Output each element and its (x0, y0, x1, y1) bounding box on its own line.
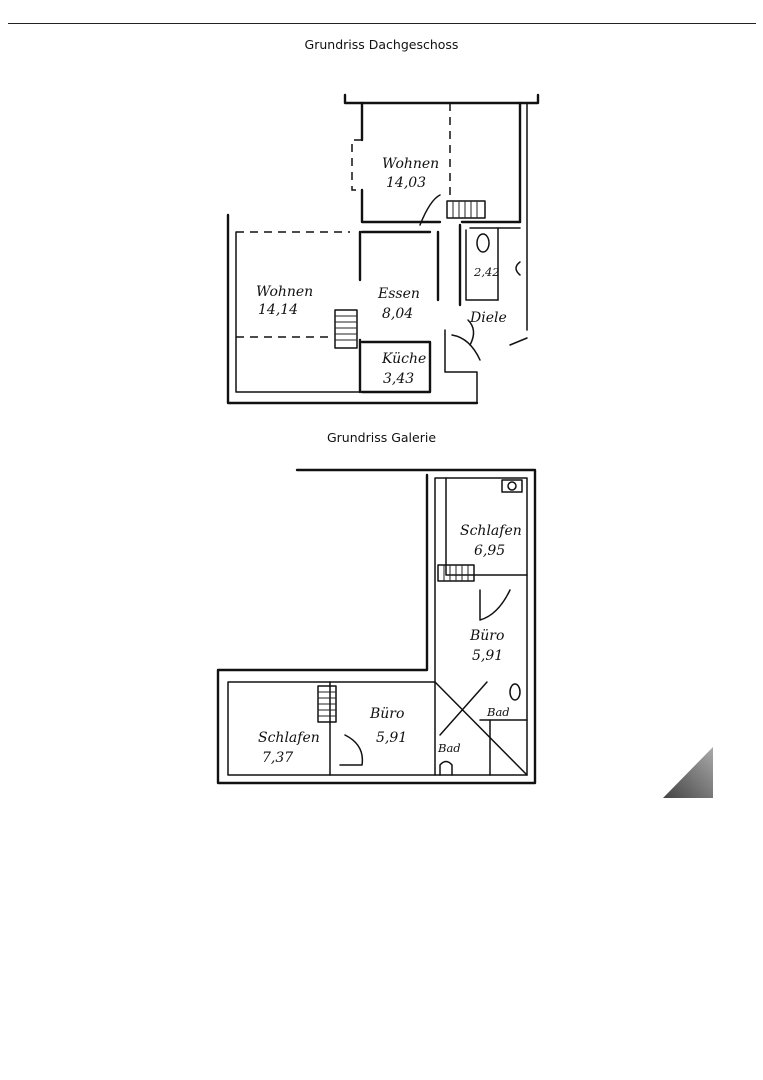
room-name-schlafen-links: Schlafen (258, 730, 320, 746)
room-area-buero-rechts: 5,91 (472, 648, 503, 664)
floorplan-dachgeschoss: Wohnen 14,03 Wohnen 14,14 Essen 8,04 Küc… (226, 93, 540, 405)
room-area-wc: 2,42 (473, 265, 500, 279)
dachgeschoss-stairs (334, 200, 486, 349)
page-corner-shadow (663, 747, 713, 798)
room-name-wohnen-links: Wohnen (256, 284, 313, 300)
room-area-buero-links: 5,91 (376, 730, 407, 746)
galerie-labels: Schlafen 6,95 Büro 5,91 Büro 5,91 Schlaf… (258, 523, 522, 766)
galerie-fixtures (439, 479, 523, 776)
dachgeschoss-dashed-lines (351, 103, 451, 200)
dachgeschoss-fixtures (476, 233, 521, 276)
floorplan-title-galerie: Grundriss Galerie (326, 430, 437, 445)
room-name-bad-oben: Bad (486, 705, 510, 719)
room-area-wohnen-oben: 14,03 (386, 175, 426, 191)
header-rule (8, 23, 756, 24)
dachgeschoss-walls (226, 93, 540, 405)
room-area-kueche: 3,43 (383, 371, 414, 387)
room-name-buero-links: Büro (369, 706, 404, 722)
dachgeschoss-doors (419, 194, 481, 361)
room-name-essen: Essen (377, 286, 420, 302)
room-area-essen: 8,04 (382, 306, 413, 322)
galerie-walls (216, 468, 537, 785)
room-name-bad-unten: Bad (437, 741, 461, 755)
room-name-kueche: Küche (381, 351, 426, 367)
room-area-schlafen-oben: 6,95 (474, 543, 505, 559)
floorplan-galerie: Schlafen 6,95 Büro 5,91 Büro 5,91 Schlaf… (216, 468, 537, 785)
galerie-doors (339, 589, 511, 766)
floorplan-title-dachgeschoss: Grundriss Dachgeschoss (304, 37, 459, 52)
galerie-cross (434, 681, 528, 776)
room-name-schlafen-oben: Schlafen (460, 523, 522, 539)
room-area-wohnen-links: 14,14 (258, 302, 298, 318)
galerie-stairs (317, 564, 475, 723)
room-name-buero-rechts: Büro (469, 628, 504, 644)
room-area-schlafen-links: 7,37 (262, 750, 293, 766)
dachgeschoss-labels: Wohnen 14,03 Wohnen 14,14 Essen 8,04 Küc… (256, 156, 507, 387)
room-name-wohnen-oben: Wohnen (382, 156, 439, 172)
room-name-diele: Diele (469, 310, 507, 326)
